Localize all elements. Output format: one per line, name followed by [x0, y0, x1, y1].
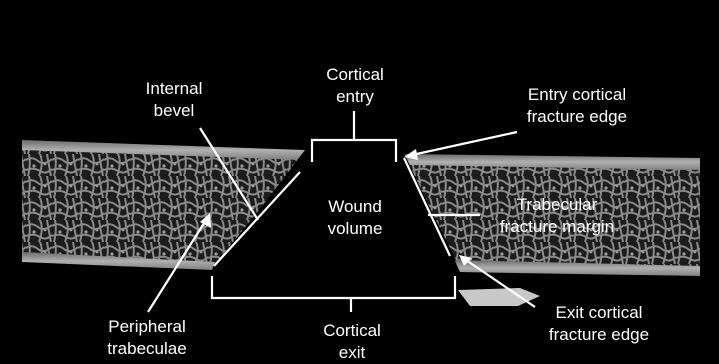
cortical-entry-label-line2: entry [318, 86, 392, 108]
cortical-exit-label-line1: Cortical [314, 320, 390, 342]
entry-edge-label-line1: Entry cortical [512, 84, 642, 106]
internal-bevel-label-line1: Internal [134, 78, 214, 100]
wound-volume-label-line2: volume [314, 218, 396, 240]
exit-edge-label-line2: fracture edge [536, 324, 662, 346]
exit-edge-label-line1: Exit cortical [536, 302, 662, 324]
peripheral-trabeculae-label: Peripheral trabeculae [94, 316, 200, 360]
cortical-exit-label-line2: exit [314, 342, 390, 364]
cortical-exit-label: Cortical exit [314, 320, 390, 364]
cortical-entry-label-line1: Cortical [318, 64, 392, 86]
internal-bevel-label-line2: bevel [134, 100, 214, 122]
peripheral-trabeculae-label-line2: trabeculae [94, 338, 200, 360]
trabecular-margin-label: Trabecular fracture margin [482, 194, 632, 238]
cortical-entry-label: Cortical entry [318, 64, 392, 108]
wound-volume-label-line1: Wound [314, 196, 396, 218]
trabecular-margin-label-line2: fracture margin [482, 216, 632, 238]
trabecular-margin-label-line1: Trabecular [482, 194, 632, 216]
entry-edge-label: Entry cortical fracture edge [512, 84, 642, 128]
entry-edge-label-line2: fracture edge [512, 106, 642, 128]
peripheral-trabeculae-label-line1: Peripheral [94, 316, 200, 338]
exit-edge-label: Exit cortical fracture edge [536, 302, 662, 346]
internal-bevel-label: Internal bevel [134, 78, 214, 122]
wound-volume-label: Wound volume [314, 196, 396, 240]
